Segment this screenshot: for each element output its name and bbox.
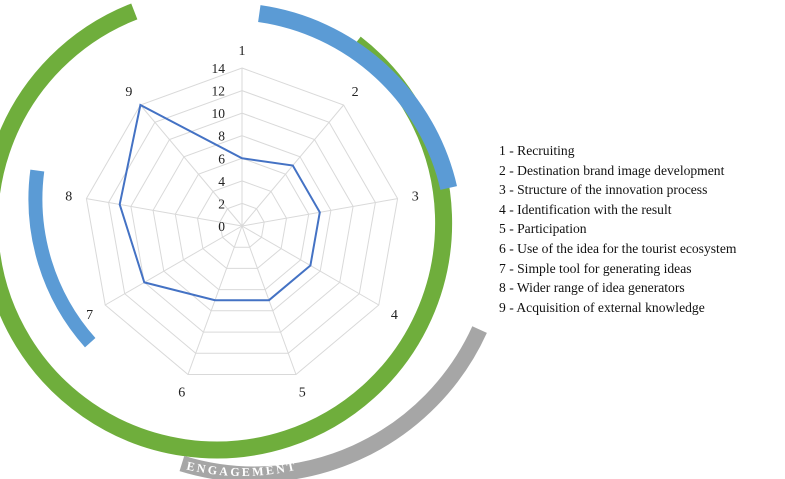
legend-item: 8 - Wider range of idea generators xyxy=(499,280,685,296)
grid-ring xyxy=(196,180,288,269)
grid-ring xyxy=(85,67,399,375)
series-line xyxy=(118,103,321,302)
arc-external-presentation xyxy=(28,169,96,348)
legend-item: 3 - Structure of the innovation process xyxy=(499,182,708,198)
grid-ring xyxy=(130,112,354,333)
legend-item: 5 - Participation xyxy=(499,221,587,237)
grid-spoke xyxy=(140,104,243,227)
arc-label-engagement-text: ENGAGEMENT xyxy=(185,459,298,479)
radius-tick-labels: 0 2 4 6 8 10 12 14 xyxy=(212,61,226,234)
category-label: 1 xyxy=(239,44,246,59)
tick-label: 8 xyxy=(218,129,225,144)
legend-item: 4 - Identification with the result xyxy=(499,201,672,217)
arc-label-external-presentation-text: EXTERNAL PRESENTATION xyxy=(67,245,150,385)
tick-label: 6 xyxy=(218,151,225,166)
radar-grid xyxy=(85,67,399,375)
arc-recruiting-structure xyxy=(258,5,457,190)
grid-spoke xyxy=(86,198,243,227)
category-arcs xyxy=(0,3,487,479)
grid-ring xyxy=(152,135,332,312)
tick-label: 10 xyxy=(212,106,226,121)
category-label: 2 xyxy=(352,85,359,100)
arc-label-acquisition: ACQUISION OF EXTERNAL KNOWLEDGE xyxy=(120,323,365,392)
category-label: 9 xyxy=(125,85,132,100)
legend-item: 6 - Use of the idea for the tourist ecos… xyxy=(499,240,737,256)
arc-engagement xyxy=(179,326,487,479)
category-label: 5 xyxy=(299,385,306,400)
grid-ring xyxy=(219,202,265,248)
radar-series xyxy=(118,103,321,302)
arc-acquisition-external-knowledge xyxy=(0,3,453,459)
grid-ring xyxy=(174,157,310,291)
arc-label-external-presentation: EXTERNAL PRESENTATION xyxy=(67,245,150,385)
category-label: 8 xyxy=(65,189,72,204)
category-label: 6 xyxy=(178,385,185,400)
legend: 1 - Recruiting 2 - Destination brand ima… xyxy=(499,141,736,317)
grid-ring xyxy=(108,90,376,354)
tick-label: 12 xyxy=(212,84,226,99)
legend-item: 1 - Recruiting xyxy=(499,143,575,158)
tick-label: 0 xyxy=(218,219,225,234)
legend-item: 2 - Destination brand image development xyxy=(499,162,725,178)
tick-label: 2 xyxy=(218,196,225,211)
category-label: 3 xyxy=(412,189,419,204)
legend-item: 9 - Acquisition of external knowledge xyxy=(499,299,705,315)
arc-label-engagement: ENGAGEMENT xyxy=(185,459,298,479)
legend-item: 7 - Simple tool for generating ideas xyxy=(499,260,692,276)
tick-label: 14 xyxy=(212,61,226,76)
category-label: 7 xyxy=(86,308,93,323)
tick-label: 4 xyxy=(218,174,225,189)
grid-spoke xyxy=(104,225,243,306)
arc-label-acquisition-text: ACQUISION OF EXTERNAL KNOWLEDGE xyxy=(120,323,365,392)
category-label: 4 xyxy=(391,308,398,323)
